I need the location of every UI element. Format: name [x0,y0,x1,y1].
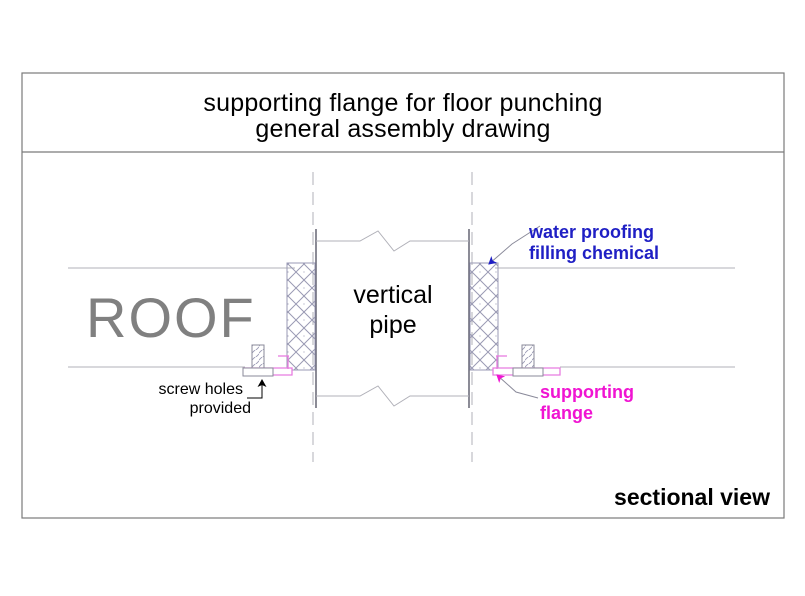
supporting-flange-note-line-2: flange [540,403,593,423]
drawing-title-line-1: supporting flange for floor punching [203,89,602,117]
sectional-view-label: sectional view [614,484,770,510]
pipe-break-line-top [316,230,469,252]
supporting-flange-leader-line [496,374,539,399]
waterproofing-leader-line [488,225,541,265]
vertical-pipe-label-line-2: pipe [369,311,416,339]
waterproofing-hatch-right [469,262,499,371]
drawing-title-line-2: general assembly drawing [255,115,550,143]
waterproofing-hatch-left [286,262,316,371]
screw-holes-note-line-2: provided [190,400,251,417]
screw-base-plate-right [512,367,544,377]
screw-base-plate-left [242,367,274,377]
waterproofing-note-line-2: filling chemical [529,243,659,263]
screw-holes-note-line-1: screw holes [159,381,243,398]
screw-holes-leader-line [247,379,267,399]
vertical-pipe-label-line-1: vertical [353,281,432,309]
supporting-flange-note-line-1: supporting [540,382,634,402]
screw-shaft-right [521,344,535,369]
drawing-frame [21,72,785,519]
pipe-break-line-bottom [316,385,469,407]
waterproofing-note-line-1: water proofing [528,222,654,242]
screw-shaft-left [251,344,265,369]
roof-label: ROOF [86,286,256,349]
